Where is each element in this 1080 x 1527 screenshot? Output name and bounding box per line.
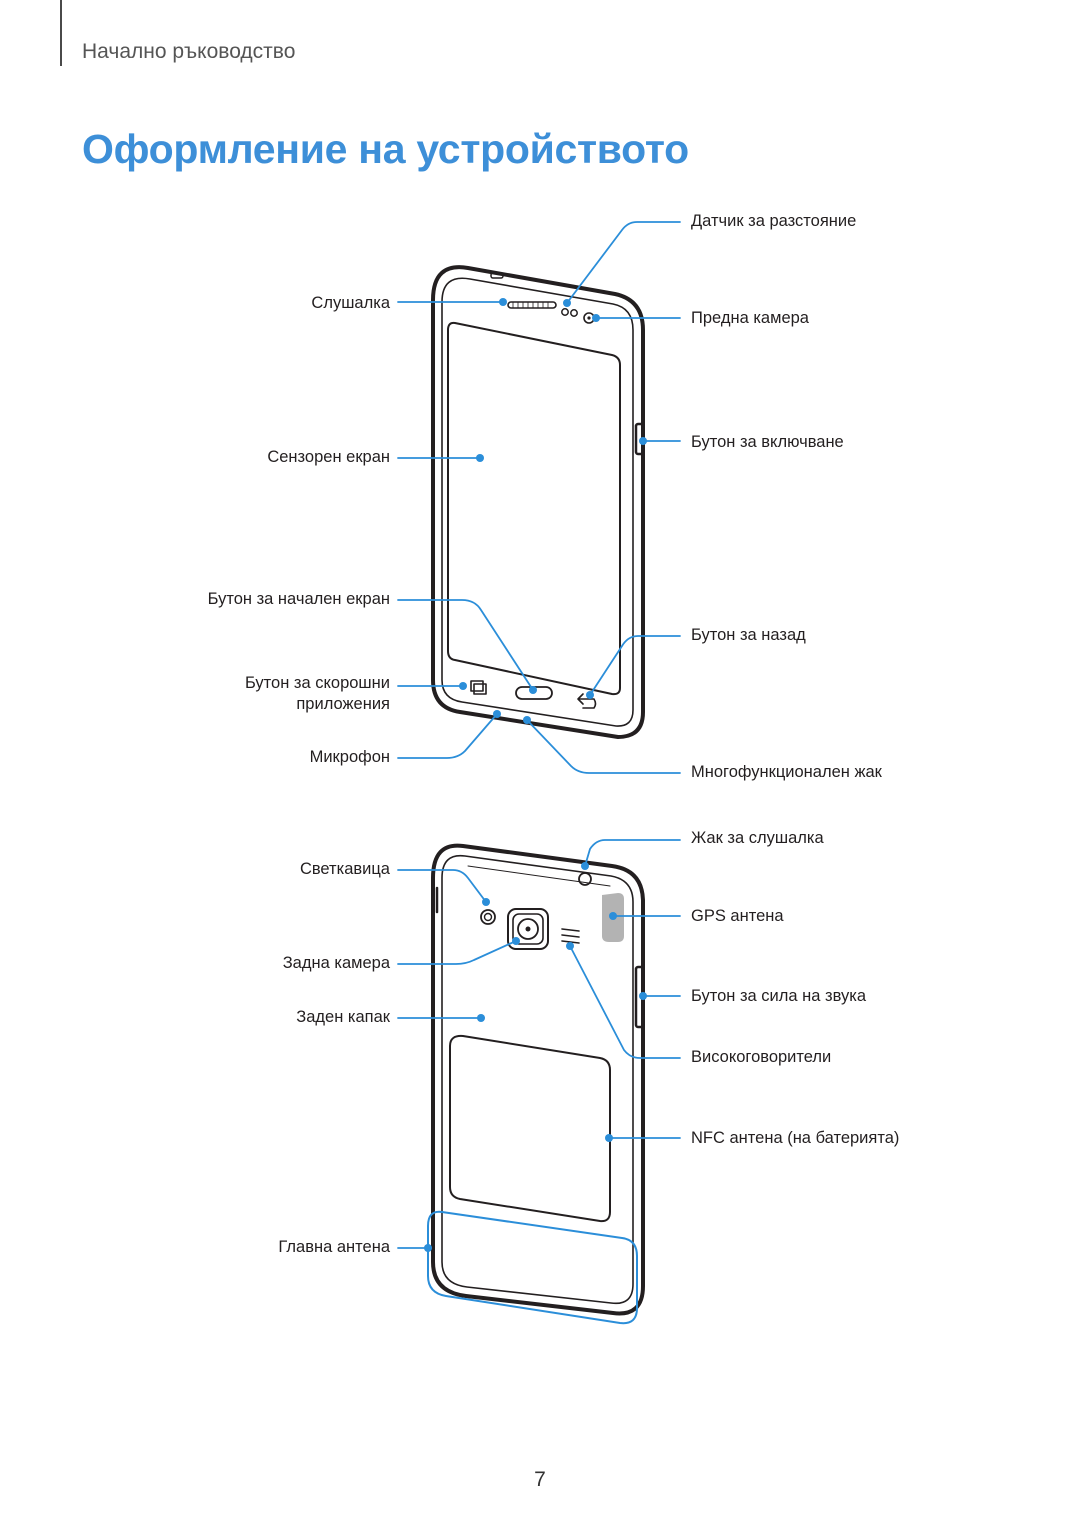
front-device-illustration (431, 265, 645, 739)
label-volume-button: Бутон за сила на звука (691, 987, 866, 1005)
label-recent-apps: Бутон за скорошни приложения (245, 673, 390, 715)
label-back-button: Бутон за назад (691, 626, 806, 644)
main-antenna-outline (427, 1210, 638, 1325)
callout-dots (424, 298, 647, 1252)
section-title: Начално ръководство (82, 40, 296, 63)
label-rear-camera: Задна камера (282, 954, 390, 972)
label-front-camera: Предна камера (691, 309, 809, 327)
label-recent-apps-line2: приложения (296, 695, 390, 713)
page-number: 7 (534, 1468, 546, 1491)
label-proximity-sensor: Датчик за разстояние (691, 212, 857, 230)
label-home-button: Бутон за начален екран (207, 590, 390, 608)
label-recent-apps-line1: Бутон за скорошни (244, 674, 390, 692)
label-earpiece: Слушалка (311, 294, 390, 312)
label-multipurpose-jack: Многофункционален жак (691, 763, 882, 781)
label-headset-jack: Жак за слушалка (691, 829, 824, 847)
label-gps-antenna: GPS антена (691, 907, 784, 925)
label-speaker: Високоговорители (691, 1048, 832, 1066)
label-main-antenna: Главна антена (278, 1238, 390, 1256)
callout-lines (397, 221, 681, 1249)
label-microphone: Микрофон (309, 748, 390, 766)
label-touchscreen: Сензорен екран (267, 448, 390, 466)
page-title: Оформление на устройството (82, 126, 689, 172)
label-power-button: Бутон за включване (691, 433, 844, 451)
label-nfc-antenna: NFC антена (на батерията) (691, 1129, 900, 1147)
header-rule (60, 0, 62, 66)
label-flash: Светкавица (299, 860, 390, 878)
label-back-cover: Заден капак (296, 1008, 390, 1026)
